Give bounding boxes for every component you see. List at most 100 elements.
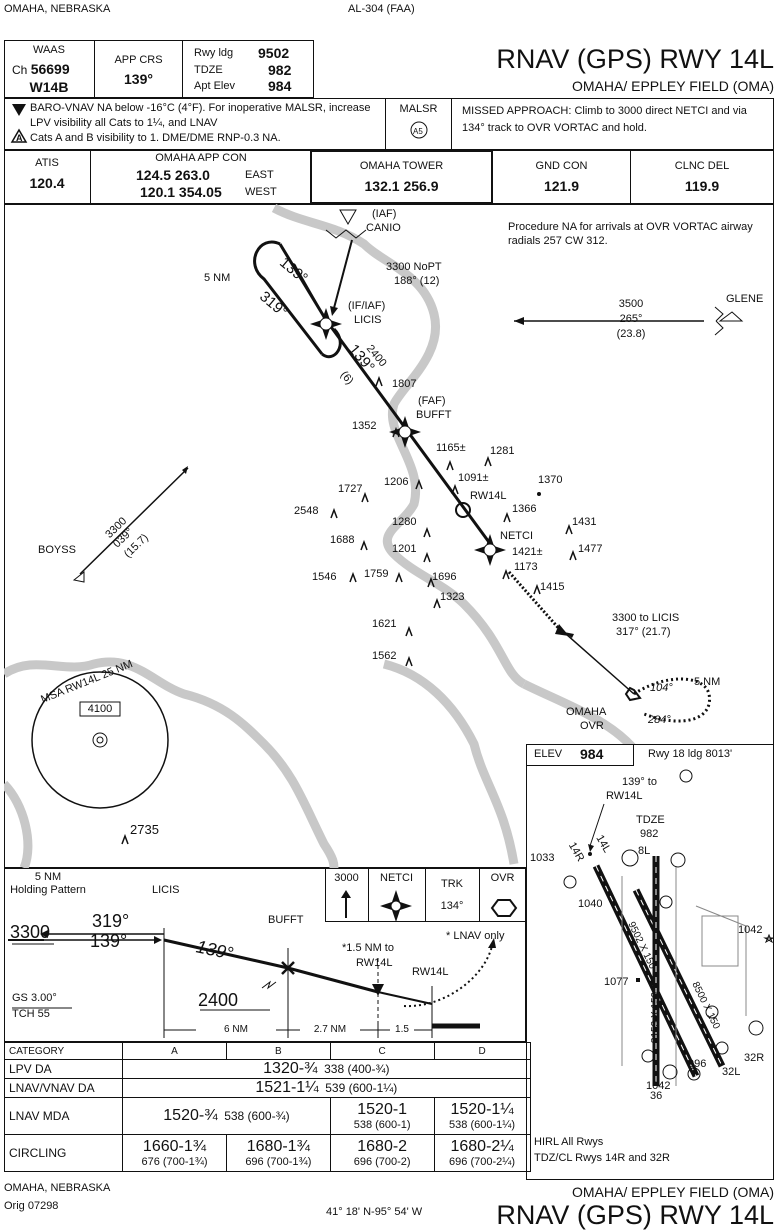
tdze-label: TDZE: [194, 64, 223, 76]
hold-title-2: Holding Pattern: [10, 884, 86, 896]
app-freq-2: 120.1 354.05: [140, 184, 222, 200]
plan-view: [4, 204, 774, 868]
ad-obst-996: 996: [688, 1058, 707, 1070]
bufft-label: BUFFT: [416, 409, 452, 421]
ovr-icon: [490, 899, 518, 917]
elev-label: ELEV: [534, 748, 563, 760]
lnav-c-value: 1520-1: [357, 1101, 408, 1118]
obstacle-label: 1688: [330, 534, 355, 546]
atis-label: ATIS: [35, 157, 59, 169]
rwy-ldg-note: Rwy 18 ldg 8013': [648, 748, 733, 760]
app-dir-2: WEST: [245, 186, 277, 198]
obstacle-label: 1165±: [436, 442, 466, 454]
glene-label: GLENE: [726, 293, 764, 305]
profile-crs-319: 319°: [92, 911, 130, 931]
omaha-ovr-label: OMAHA: [566, 706, 607, 718]
ad-tdze-value: 982: [640, 828, 659, 840]
ovr-label: OVR: [580, 720, 604, 732]
dist-1-5: 1.5: [390, 1024, 414, 1035]
obstacle-label: 1415: [540, 581, 565, 593]
app-crs-value: 139°: [124, 71, 153, 87]
missed-approach: MISSED APPROACH: Climb to 3000 direct NE…: [462, 105, 747, 134]
ad-obst-1033: 1033: [530, 852, 555, 864]
ovr-vortac-icon: [624, 686, 642, 702]
obstacle-label: 1091±: [458, 472, 489, 484]
obstacle-label: 1621: [372, 618, 397, 630]
rwy-dim-3: 8153 X 150: [650, 991, 662, 1044]
malsr-label: MALSR: [399, 103, 438, 115]
ovr-hold-out: 284°: [648, 714, 671, 726]
dist-2-7nm: 2.7 NM: [300, 1024, 360, 1035]
lnav-c-sub: 538 (600-1): [353, 1119, 411, 1131]
airport-diagram-drawing: [563, 769, 774, 1086]
msa-circle: [31, 671, 169, 809]
malsr-icon: A5: [410, 121, 428, 139]
glene-alt: 3500: [618, 298, 644, 310]
circ-a-value: 1660-1¾: [142, 1138, 207, 1155]
triangle-a-icon: [10, 128, 28, 143]
icon-trk-value: 134°: [440, 900, 464, 912]
footer-orig: Orig 07298: [4, 1200, 59, 1212]
lpv-sub: 338 (400-¾): [324, 1062, 390, 1076]
ad-obst-1040: 1040: [578, 898, 603, 910]
profile-alt-2400: 2400: [198, 990, 239, 1010]
category-label: CATEGORY: [3, 1042, 124, 1060]
profile-tch: TCH 55: [12, 1008, 50, 1020]
circ-d-value: 1680-2¼: [450, 1138, 514, 1155]
profile-crs-139a: 139°: [90, 931, 128, 951]
obstacle-label: 1431: [572, 516, 597, 528]
ovr-hold-in: 104°: [650, 682, 673, 694]
airport-name: OMAHA/ EPPLEY FIELD (OMA): [571, 78, 774, 94]
footer-location: OMAHA, NEBRASKA: [4, 1182, 111, 1194]
cat-a: A: [122, 1042, 227, 1060]
missed-approach-path: [507, 571, 564, 633]
obstacle-label: 1759: [364, 568, 389, 580]
plan-view-drawing: [4, 204, 744, 868]
lnav-vnav-sub: 539 (600-1¼): [325, 1081, 398, 1095]
circ-a-sub: 676 (700-1¾): [141, 1156, 208, 1168]
boyss-fix-icon: [72, 570, 85, 583]
obstacle-label: 1696: [432, 571, 457, 583]
ad-crs-note-2: RW14L: [606, 790, 643, 802]
lnav-vnav-label: LNAV/VNAV DA: [3, 1078, 124, 1098]
ad-obst-1042b: 1042: [646, 1080, 671, 1092]
lnav-ab-sub: 538 (600-¾): [224, 1109, 290, 1123]
ad-obst-1042a: 1042: [738, 924, 763, 936]
procedure-id: AL-304 (FAA): [348, 3, 415, 15]
ovr-leg: [565, 633, 635, 695]
beacon-icon: [763, 933, 774, 944]
lnav-label: LNAV MDA: [3, 1097, 124, 1135]
licis-hold-racetrack: [253, 240, 324, 355]
obstacle-label: 1352: [352, 420, 377, 432]
triangle-t-icon: [12, 104, 26, 116]
circ-b-value: 1680-1¾: [246, 1138, 310, 1155]
obstacle-label: 1421±: [512, 546, 543, 558]
clnc-freq: 119.9: [684, 178, 720, 194]
obstacle-label: 1281: [490, 445, 515, 457]
app-con-label: OMAHA APP CON: [155, 152, 247, 164]
ad-crs-note: 139° to: [622, 776, 657, 788]
obstacle-label: 1173: [514, 561, 538, 573]
river-shapes: [4, 204, 709, 868]
boyss-label: BOYSS: [38, 544, 76, 556]
apt-elev-label: Apt Elev: [194, 80, 235, 92]
atis-freq: 120.4: [29, 175, 65, 191]
ovr-hold-5nm: 5 NM: [694, 676, 721, 688]
profile-gs: GS 3.00°: [12, 992, 57, 1004]
licis-label: LICIS: [354, 314, 382, 326]
obstacle-label: 2548: [294, 505, 319, 517]
note-1: BARO-VNAV NA below -16°C (4°F). For inop…: [30, 102, 371, 129]
ifiaf-label: (IF/IAF): [348, 300, 386, 312]
rwy-32r-label: 32R: [744, 1052, 765, 1064]
svg-text:A: A: [16, 133, 23, 143]
icon-3000: 3000: [334, 872, 359, 884]
obstacle-label: 1280: [392, 516, 417, 528]
canio-leg: [333, 239, 353, 309]
circ-d-sub: 696 (700-2¼): [449, 1156, 516, 1168]
obstacle-label: 2735: [130, 822, 159, 837]
rwy-8l-label: 8L: [638, 845, 651, 857]
obstacle-dot: [537, 492, 541, 496]
canio-leg-crs: 188° (12): [394, 275, 440, 287]
footer-title: RNAV (GPS) RWY 14L: [496, 1200, 774, 1230]
obstacle-label: 1727: [338, 483, 363, 495]
